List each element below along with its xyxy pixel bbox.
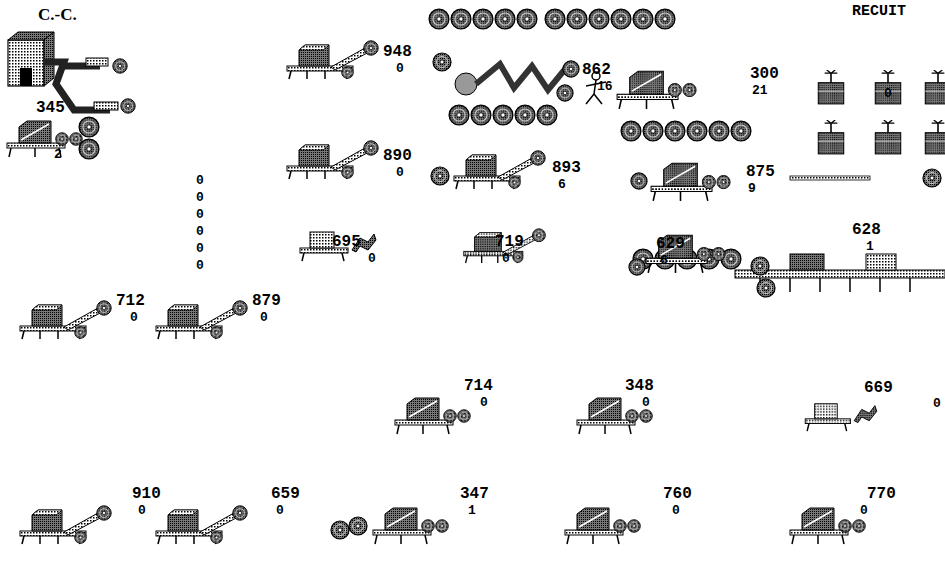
callout-number: 0 (196, 174, 204, 187)
callout-number: 0 (502, 252, 510, 265)
callout-number: 629 (656, 236, 685, 252)
callout-number: 0 (480, 396, 488, 409)
callout-number: 0 (276, 504, 284, 517)
callout-number: 879 (252, 293, 281, 309)
callout-number: 347 (460, 486, 489, 502)
callout-number: 0 (196, 259, 204, 272)
callout-number: 0 (396, 62, 404, 75)
callout-number: 348 (625, 378, 654, 394)
callout-number: 0 (196, 242, 204, 255)
callout-number: 695 (332, 234, 361, 250)
callout-number: 0 (196, 225, 204, 238)
callout-number: 1 (866, 240, 874, 253)
callout-number: 770 (867, 486, 896, 502)
callout-number: 2 (54, 148, 62, 161)
callout-number: 0 (933, 397, 941, 410)
callout-number: 0 (396, 166, 404, 179)
callout-number: 0 (130, 311, 138, 324)
callout-number: 21 (752, 84, 768, 97)
callout-number: 862 (582, 62, 611, 78)
callout-number: 0 (196, 191, 204, 204)
section-label: C.-C. (38, 6, 77, 23)
callout-number: 1 (468, 504, 476, 517)
callout-number: 659 (271, 486, 300, 502)
callout-number: 9 (748, 182, 756, 195)
callout-number: 893 (552, 160, 581, 176)
callout-number: 0 (860, 504, 868, 517)
callout-number: 6 (558, 178, 566, 191)
callout-number: 345 (36, 100, 65, 116)
callout-number: 875 (746, 164, 775, 180)
callout-number: 0 (884, 87, 892, 100)
section-label: RECUIT (852, 4, 906, 19)
callout-number: 0 (138, 504, 146, 517)
callout-number: 712 (116, 293, 145, 309)
callout-number: 628 (852, 222, 881, 238)
callout-number: 890 (383, 148, 412, 164)
callout-number: 0 (642, 396, 650, 409)
callout-number: 6 (660, 254, 668, 267)
callout-number: 669 (864, 380, 893, 396)
callout-number: 0 (672, 504, 680, 517)
callout-number: 0 (196, 208, 204, 221)
callout-number: 300 (750, 66, 779, 82)
callout-number: 719 (495, 234, 524, 250)
callout-number: 16 (597, 80, 613, 93)
callout-number: 948 (383, 44, 412, 60)
callout-number: 0 (260, 311, 268, 324)
callout-number: 760 (663, 486, 692, 502)
callout-number: 910 (132, 486, 161, 502)
callout-number: 0 (368, 252, 376, 265)
callout-number: 714 (464, 378, 493, 394)
